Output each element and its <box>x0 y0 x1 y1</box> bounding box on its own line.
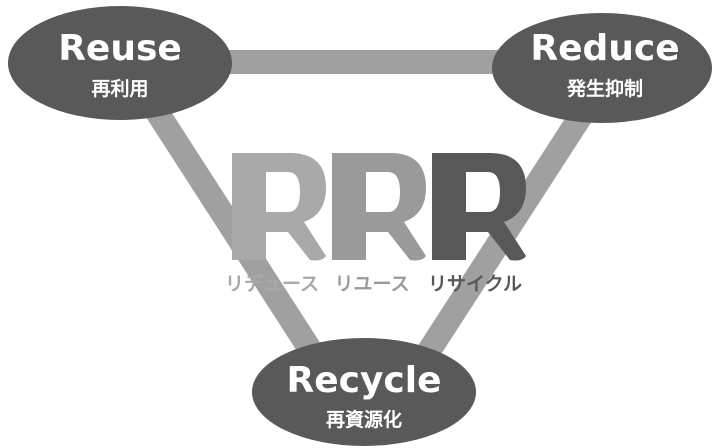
letter-r-reuse: リユース <box>332 153 426 295</box>
caption-reuse: リユース <box>334 273 409 295</box>
rrr-logo: リデュース リユース リサイクル <box>225 153 526 295</box>
smile-face-icon <box>267 182 283 198</box>
node-reduce-ellipse <box>492 13 712 123</box>
node-recycle-title: Recycle <box>286 360 441 401</box>
letter-r-shape <box>432 153 526 261</box>
node-recycle: Recycle 再資源化 <box>252 338 476 446</box>
node-reduce-subtitle: 発生抑制 <box>566 77 643 100</box>
node-reuse: Reuse 再利用 <box>8 6 232 120</box>
letter-r-shape <box>232 153 326 261</box>
caption-reduce: リデュース <box>225 272 319 295</box>
letter-r-reduce: リデュース <box>225 153 326 295</box>
node-recycle-ellipse <box>252 338 476 446</box>
node-reduce-title: Reduce <box>530 28 679 69</box>
smile-face-icon <box>467 182 483 198</box>
node-recycle-subtitle: 再資源化 <box>326 408 402 431</box>
node-reuse-subtitle: 再利用 <box>91 78 148 100</box>
letter-r-recycle: リサイクル <box>428 153 526 295</box>
letter-r-shape <box>332 153 426 261</box>
caption-recycle: リサイクル <box>428 273 522 295</box>
node-reuse-title: Reuse <box>58 28 182 69</box>
smile-face-icon <box>367 182 383 198</box>
node-reuse-ellipse <box>8 6 232 120</box>
node-reduce: Reduce 発生抑制 <box>492 13 712 123</box>
